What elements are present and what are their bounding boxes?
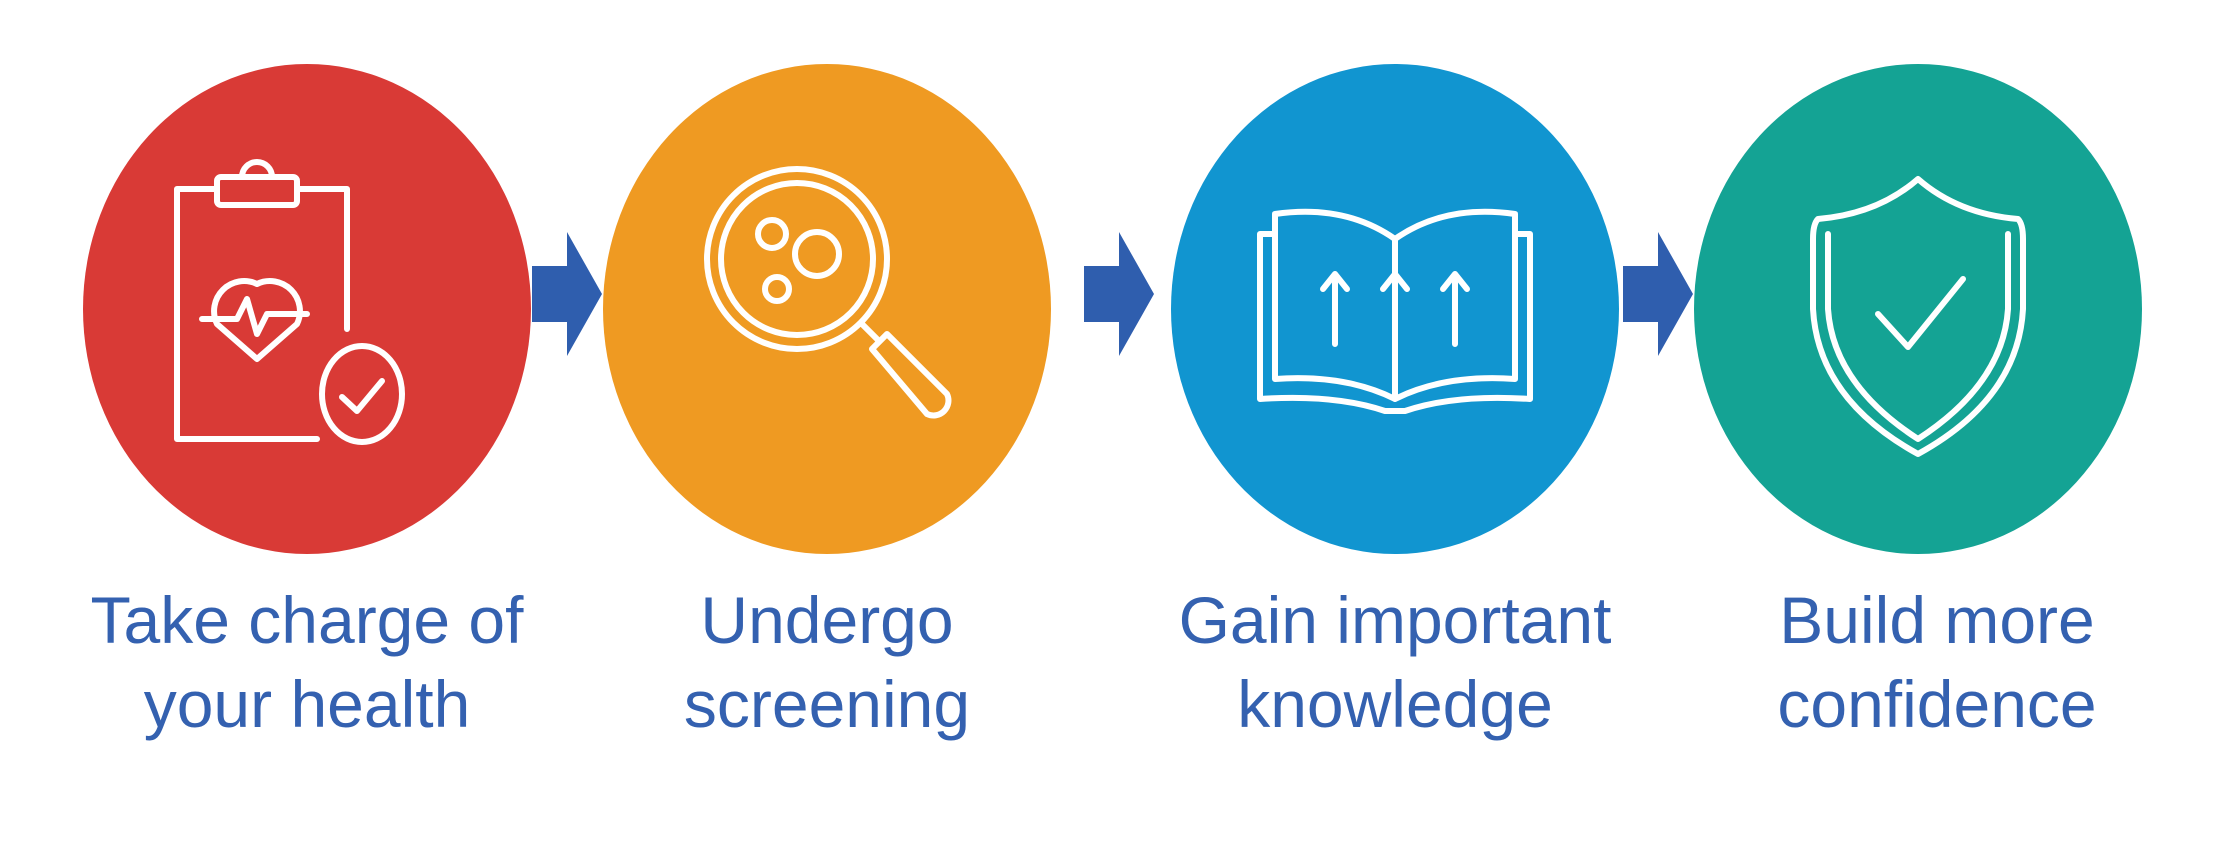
step-4-circle: [1694, 64, 2142, 554]
step-1-circle: [83, 64, 531, 554]
right-arrow-icon: [1623, 232, 1693, 356]
arrow-1: [532, 232, 602, 356]
step-2-line1: Undergo: [700, 583, 954, 657]
step-2-line2: screening: [683, 667, 971, 741]
step-1-line1: Take charge of: [90, 583, 524, 657]
step-1-label: Take charge of your health: [47, 578, 567, 746]
magnifying-glass-cells-icon: [704, 166, 952, 419]
shield-check-icon: [1810, 176, 2026, 457]
arrow-2: [1084, 232, 1154, 356]
open-book-arrows-icon: [1257, 208, 1533, 414]
step-2-label: Undergo screening: [567, 578, 1087, 746]
step-4-label: Build more confidence: [1677, 578, 2197, 746]
step-3-line1: Gain important: [1178, 583, 1612, 657]
right-arrow-icon: [1084, 232, 1154, 356]
step-4-line2: confidence: [1777, 667, 2097, 741]
right-arrow-icon: [532, 232, 602, 356]
step-1-line2: your health: [143, 667, 471, 741]
clipboard-heart-check-icon: [174, 159, 405, 445]
step-4-line1: Build more: [1779, 583, 2095, 657]
step-3-circle: [1171, 64, 1619, 554]
step-3-label: Gain important knowledge: [1135, 578, 1655, 746]
step-3-line2: knowledge: [1237, 667, 1553, 741]
arrow-3: [1623, 232, 1693, 356]
step-2-circle: [603, 64, 1051, 554]
